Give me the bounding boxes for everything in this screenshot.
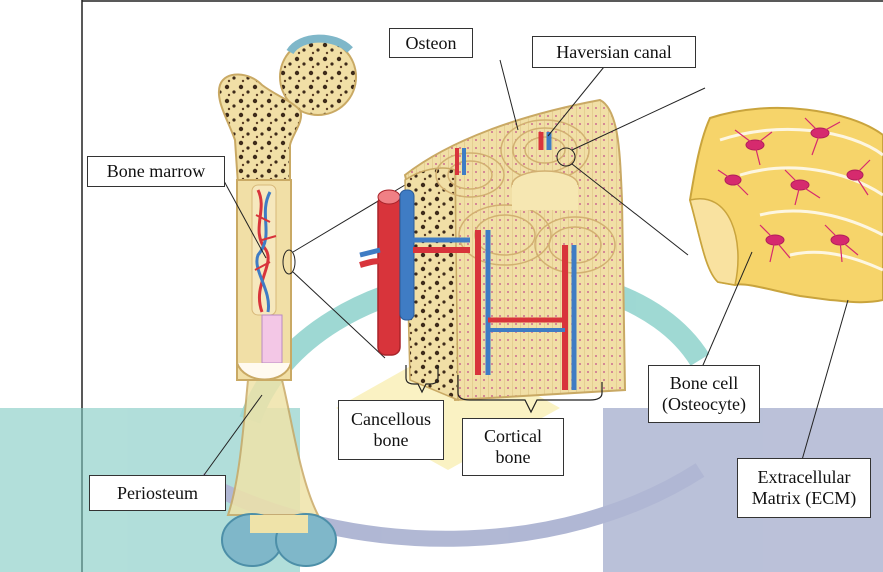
- label-ecm-line1: Extracellular: [758, 467, 851, 488]
- label-bone-cell-line2: (Osteocyte): [662, 394, 746, 415]
- femur-cut-surface: [262, 315, 282, 363]
- femur-condyle-bridge: [250, 515, 308, 533]
- label-cortical-bone: Cortical bone: [462, 418, 564, 476]
- large-artery-top: [378, 190, 400, 204]
- label-ecm-line2: Matrix (ECM): [752, 488, 856, 509]
- label-osteon-text: Osteon: [406, 33, 457, 54]
- label-osteon: Osteon: [389, 28, 473, 58]
- bone-section: [360, 100, 625, 400]
- label-haversian-canal: Haversian canal: [532, 36, 696, 68]
- femur: [219, 39, 356, 566]
- label-ecm: Extracellular Matrix (ECM): [737, 458, 871, 518]
- branch-vein-left: [360, 250, 380, 255]
- label-periosteum-text: Periosteum: [117, 483, 198, 504]
- label-periosteum: Periosteum: [89, 475, 226, 511]
- branch-artery-left: [360, 261, 380, 265]
- osteon-cylinder-body: [512, 185, 578, 210]
- label-cortical-bone-line1: Cortical: [484, 426, 542, 447]
- label-cancellous-bone-line2: bone: [374, 430, 409, 451]
- label-bone-cell-line1: Bone cell: [670, 373, 738, 394]
- label-bone-cell: Bone cell (Osteocyte): [648, 365, 760, 423]
- label-cancellous-bone-line1: Cancellous: [351, 409, 431, 430]
- label-bone-marrow-text: Bone marrow: [107, 161, 205, 182]
- label-cortical-bone-line2: bone: [496, 447, 531, 468]
- femur-distal-shaft: [228, 380, 318, 515]
- label-cancellous-bone: Cancellous bone: [338, 400, 444, 460]
- label-haversian-canal-text: Haversian canal: [556, 42, 671, 63]
- ecm-wedge: [690, 108, 883, 302]
- bone-marrow-cavity: [252, 185, 276, 315]
- leader-osteon: [500, 60, 518, 130]
- label-bone-marrow: Bone marrow: [87, 156, 225, 187]
- large-vein: [400, 190, 414, 320]
- large-artery: [378, 195, 400, 355]
